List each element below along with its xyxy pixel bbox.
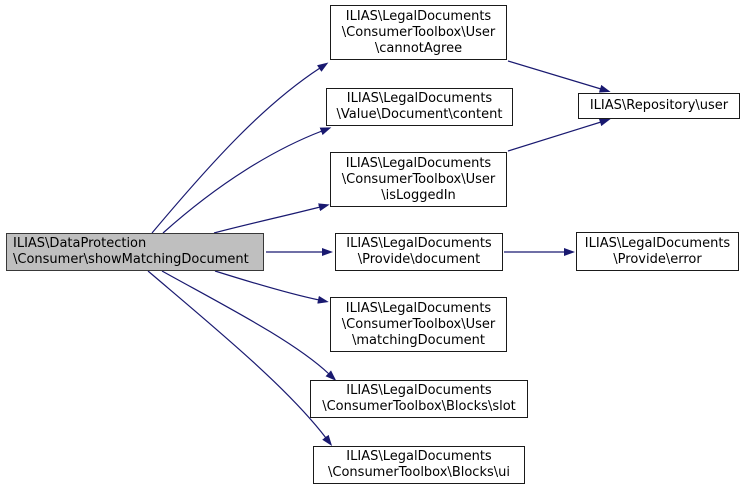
node-label-line: \ConsumerToolbox\User	[341, 316, 496, 332]
node-label-line: \ConsumerToolbox\Blocks\slot	[322, 399, 516, 414]
node-label-line: \Provide\error	[613, 251, 702, 267]
edge-show-matching-document-to-document-content	[162, 127, 332, 234]
edge-show-matching-document-to-cannot-agree	[151, 62, 329, 234]
node-label-line: ILIAS\DataProtection	[13, 236, 147, 251]
edge-group	[147, 60, 611, 446]
node-label-line: ILIAS\LegalDocuments	[346, 449, 492, 464]
node-label-line: \matchingDocument	[352, 332, 485, 348]
node-label-line: \Provide\document	[357, 252, 481, 267]
node-provide-error[interactable]: ILIAS\LegalDocuments\Provide\error	[576, 232, 739, 271]
node-label-line: \ConsumerToolbox\User	[341, 171, 496, 187]
node-label-line: ILIAS\Repository\user	[589, 98, 729, 113]
edge-show-matching-document-to-blocks-ui	[147, 270, 333, 446]
edge-show-matching-document-to-matching-document	[214, 270, 329, 304]
node-is-logged-in[interactable]: ILIAS\LegalDocuments\ConsumerToolbox\Use…	[330, 152, 507, 207]
node-document-content[interactable]: ILIAS\LegalDocuments\Value\Document\cont…	[326, 88, 513, 126]
node-label-line: \cannotAgree	[374, 40, 463, 56]
node-label-line: ILIAS\LegalDocuments	[345, 8, 492, 24]
edge-show-matching-document-to-blocks-slot	[161, 270, 337, 381]
node-label-line: ILIAS\LegalDocuments	[346, 383, 492, 398]
node-label-line: \isLoggedIn	[381, 187, 456, 203]
edge-is-logged-in-to-repository-user	[507, 118, 611, 152]
node-matching-document[interactable]: ILIAS\LegalDocuments\ConsumerToolbox\Use…	[330, 297, 507, 352]
node-label-line: ILIAS\LegalDocuments	[584, 235, 731, 251]
node-label-line: \Consumer\showMatchingDocument	[13, 252, 249, 267]
node-show-matching-document: ILIAS\DataProtection\Consumer\showMatchi…	[6, 233, 264, 271]
node-repository-user[interactable]: ILIAS\Repository\user	[578, 93, 740, 119]
edge-cannot-agree-to-repository-user	[507, 60, 611, 93]
node-blocks-ui[interactable]: ILIAS\LegalDocuments\ConsumerToolbox\Blo…	[313, 446, 525, 484]
node-blocks-slot[interactable]: ILIAS\LegalDocuments\ConsumerToolbox\Blo…	[310, 380, 528, 418]
node-label-line: ILIAS\LegalDocuments	[346, 91, 493, 106]
node-provide-document[interactable]: ILIAS\LegalDocuments\Provide\document	[335, 233, 503, 271]
node-cannot-agree[interactable]: ILIAS\LegalDocuments\ConsumerToolbox\Use…	[330, 5, 507, 60]
node-label-line: \ConsumerToolbox\User	[341, 24, 496, 40]
node-label-line: ILIAS\LegalDocuments	[345, 155, 492, 171]
edge-show-matching-document-to-is-logged-in	[213, 203, 330, 234]
node-label-line: ILIAS\LegalDocuments	[345, 300, 492, 316]
node-label-line: \Value\Document\content	[336, 107, 503, 122]
node-label-line: ILIAS\LegalDocuments	[346, 236, 492, 251]
node-label-line: \ConsumerToolbox\Blocks\ui	[328, 465, 510, 480]
